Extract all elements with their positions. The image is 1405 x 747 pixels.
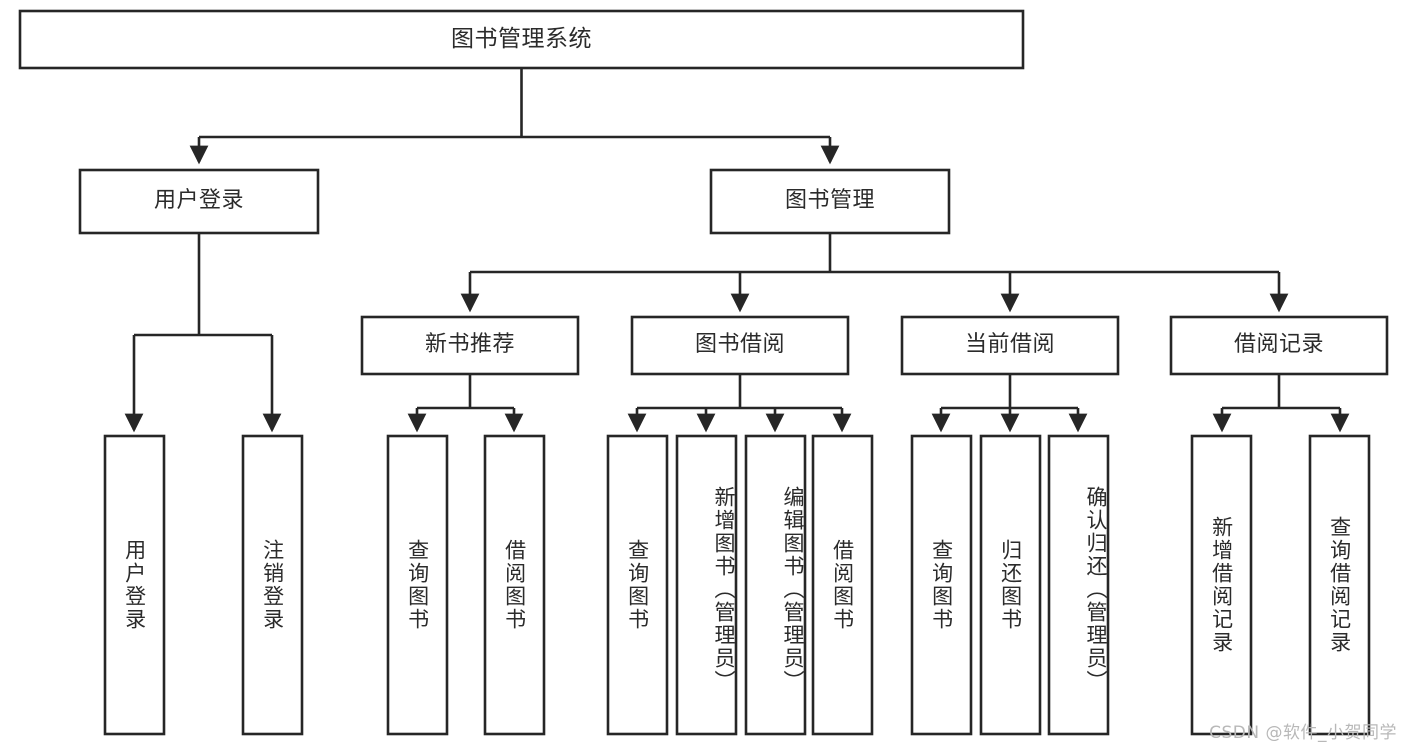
node-leaf-edit-book-admin[interactable] <box>744 434 807 736</box>
node-book-management[interactable] <box>709 168 951 235</box>
watermark-text: CSDN @软件_小贺同学 <box>1209 723 1397 743</box>
node-leaf-query-borrow-record[interactable] <box>1308 434 1371 736</box>
node-leaf-user-login[interactable] <box>103 434 166 736</box>
node-leaf-query-book-current[interactable] <box>910 434 973 736</box>
node-borrow-records[interactable] <box>1169 315 1389 376</box>
node-leaf-confirm-return-admin[interactable] <box>1047 434 1110 736</box>
node-new-book-recommend[interactable] <box>360 315 580 376</box>
node-leaf-add-book-admin[interactable] <box>675 434 738 736</box>
node-root[interactable] <box>18 9 1025 70</box>
node-user-login[interactable] <box>78 168 320 235</box>
node-leaf-query-book-recommend[interactable] <box>386 434 449 736</box>
node-leaf-add-borrow-record[interactable] <box>1190 434 1253 736</box>
node-leaf-user-logout[interactable] <box>241 434 304 736</box>
node-book-borrow[interactable] <box>630 315 850 376</box>
node-leaf-query-book-borrow[interactable] <box>606 434 669 736</box>
node-leaf-borrow-book[interactable] <box>811 434 874 736</box>
node-current-borrow[interactable] <box>900 315 1120 376</box>
node-leaf-return-book[interactable] <box>979 434 1042 736</box>
node-leaf-borrow-book-recommend[interactable] <box>483 434 546 736</box>
